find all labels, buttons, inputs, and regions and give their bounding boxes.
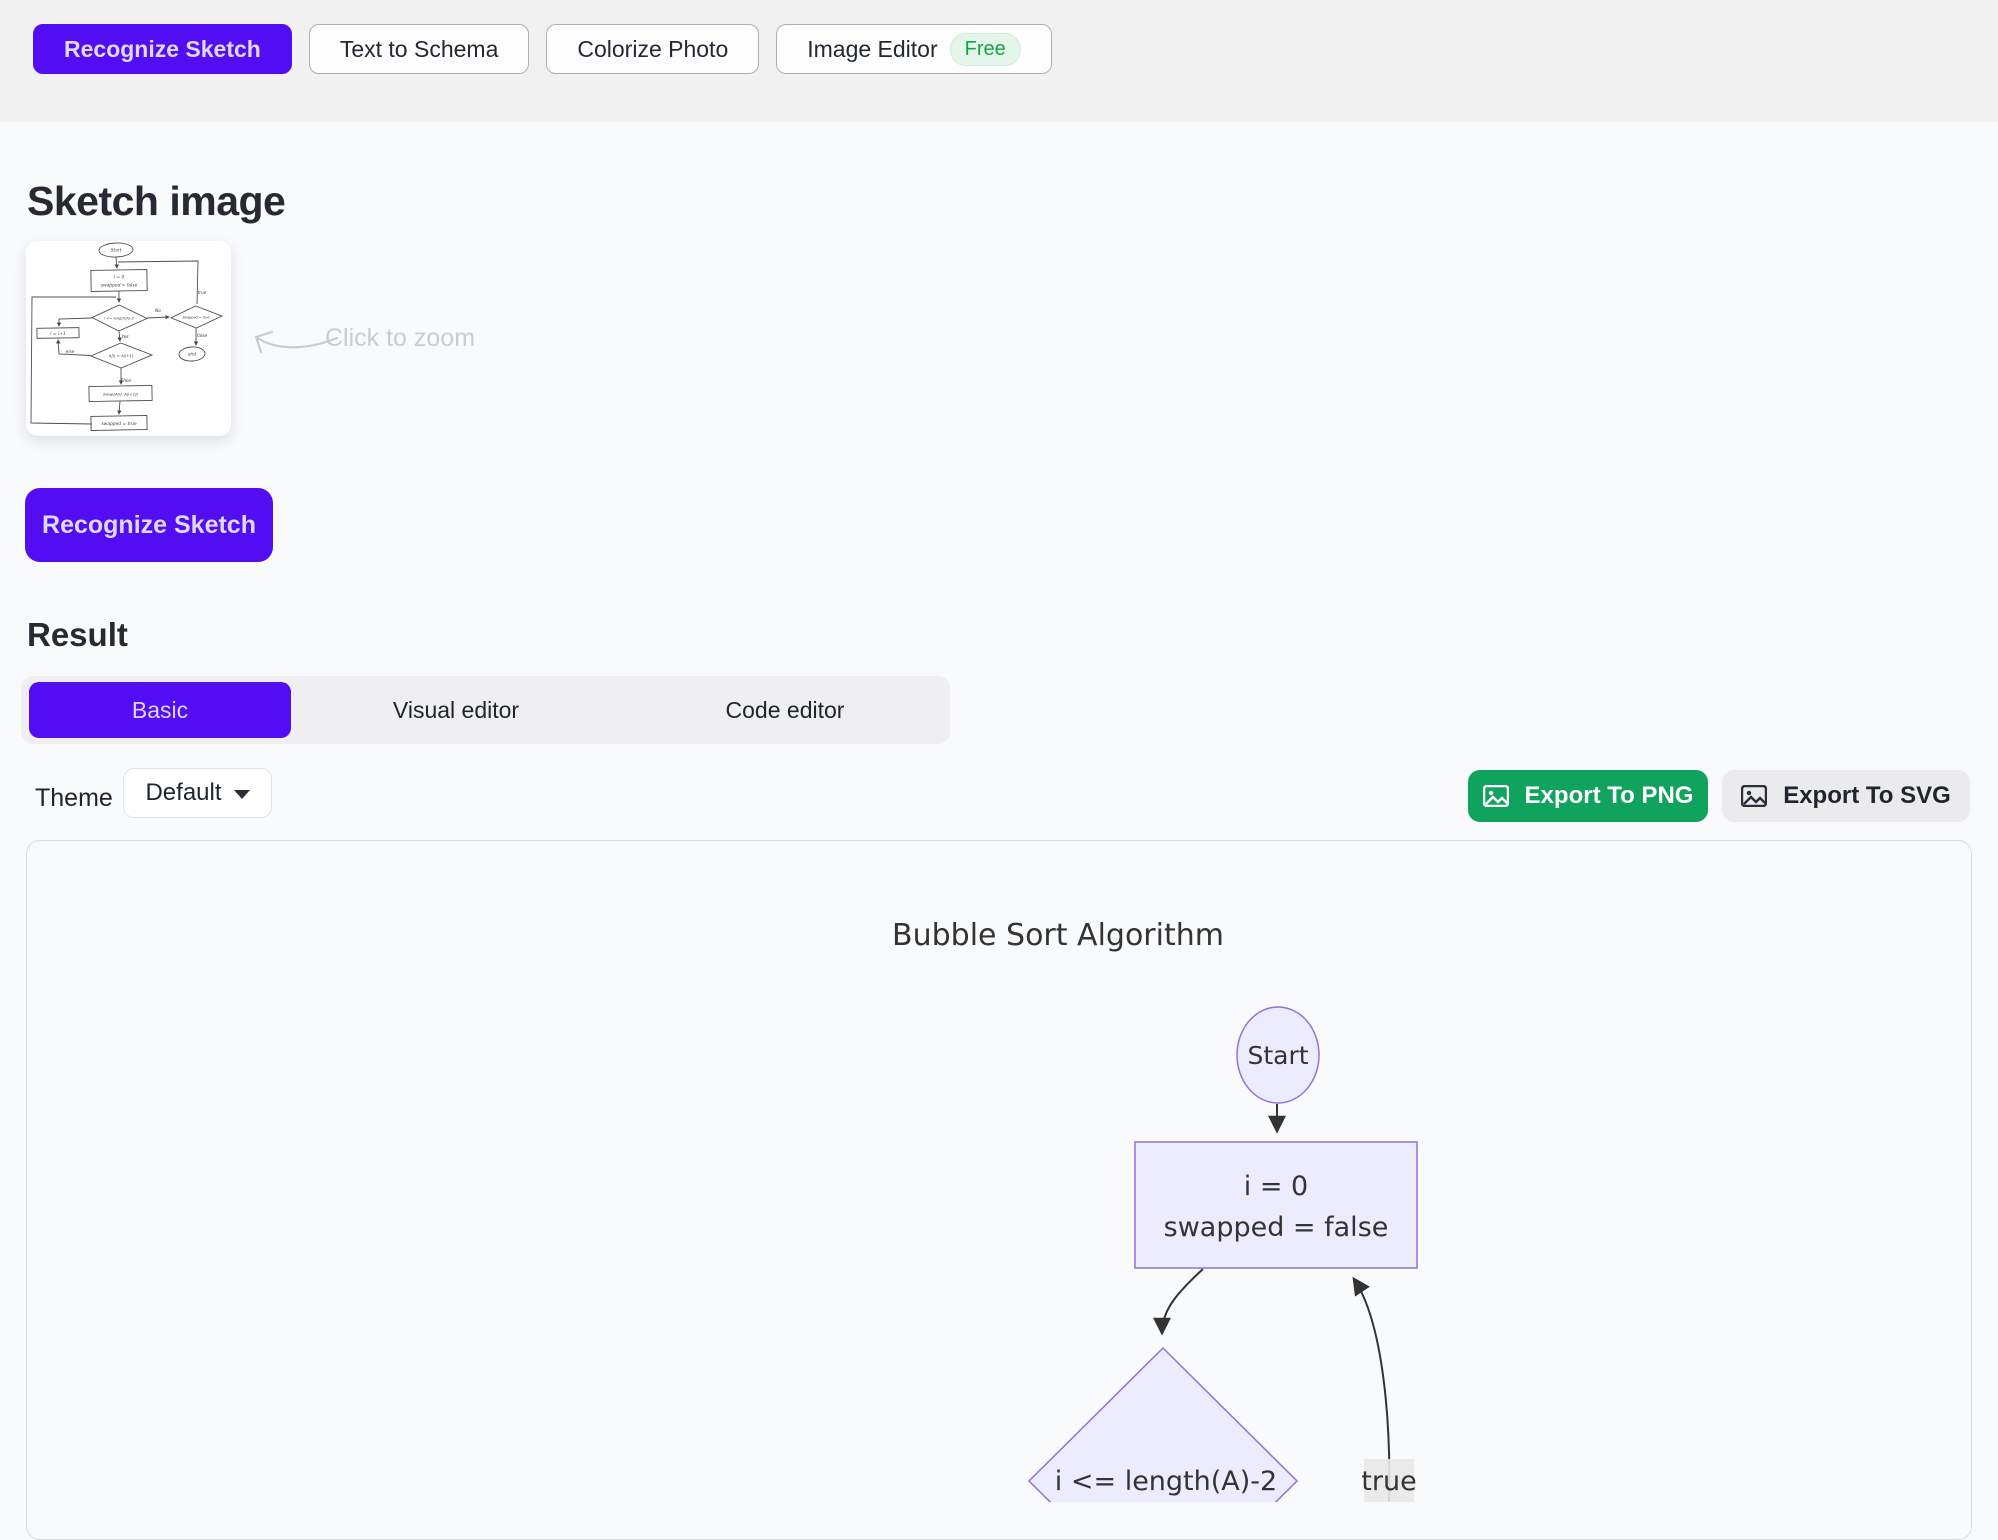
tab-visual-editor-label: Visual editor [392,696,520,723]
edge-init-to-condition [1153,1268,1204,1336]
tab-visual-editor[interactable]: Visual editor [311,682,601,738]
sketch-swap-label: Swap(A[i], A[i+1]) [103,392,139,397]
sketch-swapped-cond-label: swapped = true [182,316,209,320]
zoom-hint-arrow-icon [254,330,339,354]
sketch-init2-label: swapped = false [101,283,138,289]
theme-label: Theme [35,784,113,812]
sketch-init1-label: i = 0 [114,275,125,281]
sketch-cmp-label: A[i] > A[i+1] [108,353,134,358]
sketch-thumbnail[interactable]: Start i = 0 swapped = false i <= length(… [26,241,231,436]
sketch-end-label: end [188,352,196,358]
export-to-svg-button[interactable]: Export To SVG [1722,770,1970,822]
tab-text-to-schema[interactable]: Text to Schema [308,24,530,74]
node-start-label: Start [1247,1041,1308,1070]
sketch-then-label: Then [121,378,132,384]
sketch-no-label: No [155,308,161,314]
tab-basic-label: Basic [131,696,189,723]
node-init-line2: swapped = false [1164,1212,1389,1243]
image-icon [1482,785,1509,807]
edge-true-label: true [1361,1466,1416,1497]
tab-colorize-photo-label: Colorize Photo [577,35,729,62]
mode-tabs: Recognize Sketch Text to Schema Colorize… [33,24,1052,74]
node-condition-label: i <= length(A)-2 [1055,1466,1277,1497]
tab-image-editor-label: Image Editor [807,35,938,62]
tab-recognize-sketch[interactable]: Recognize Sketch [33,24,292,74]
theme-dropdown[interactable]: Default [123,768,272,818]
chevron-down-icon [233,790,250,799]
sketch-set-swapped-label: swapped = true [101,421,136,427]
sketch-inc-label: i = i+1 [50,331,66,337]
tab-basic[interactable]: Basic [29,682,291,738]
tab-text-to-schema-label: Text to Schema [339,35,499,62]
sketch-false-label: false [197,333,208,339]
flowchart-canvas: true Start i = 0 swapped = false i <= le… [1027,1006,1418,1502]
free-badge: Free [949,32,1021,66]
node-start [1236,1006,1320,1104]
theme-dropdown-value: Default [145,779,222,806]
sketch-else-label: else [66,349,75,355]
tab-code-editor-label: Code editor [725,696,845,723]
result-heading: Result [27,616,128,653]
export-to-png-button[interactable]: Export To PNG [1468,770,1708,822]
top-toolbar: Recognize Sketch Text to Schema Colorize… [0,0,1998,122]
tab-image-editor[interactable]: Image Editor Free [776,24,1052,74]
sketch-thumbnail-drawing: Start i = 0 swapped = false i <= length(… [30,242,224,431]
export-to-svg-label: Export To SVG [1783,782,1951,809]
diagram-title: Bubble Sort Algorithm [892,918,1224,953]
sketch-loop-cond-label: i <= length(A)-2 [104,317,134,321]
tab-code-editor[interactable]: Code editor [635,682,935,738]
tab-colorize-photo[interactable]: Colorize Photo [546,24,760,74]
edge-label-bg [1364,1459,1414,1502]
sketch-yes-label: Yes [121,334,129,340]
sketch-image-heading: Sketch image [27,178,286,224]
zoom-hint-text: Click to zoom [325,324,476,352]
result-view-tabs: Basic Visual editor Code editor [21,676,950,744]
image-icon [1741,785,1768,807]
diagram-preview-panel [26,840,1972,1540]
recognize-sketch-button[interactable]: Recognize Sketch [25,488,273,562]
node-init [1134,1141,1418,1269]
export-to-png-label: Export To PNG [1524,782,1694,809]
node-condition [1027,1346,1299,1502]
sketch-true-label: true [197,290,206,296]
node-init-line1: i = 0 [1244,1171,1308,1202]
tab-recognize-sketch-label: Recognize Sketch [64,35,261,62]
sketch-start-label: Start [111,248,122,254]
